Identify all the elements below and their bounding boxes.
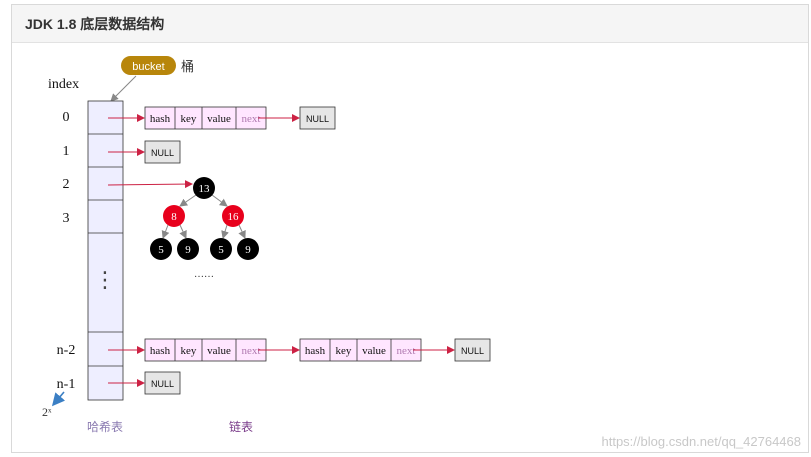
index-label: 1 [63, 144, 70, 159]
tree-edge [238, 224, 246, 239]
tree-leaf [150, 238, 172, 260]
index-title: index [48, 77, 79, 92]
diagram-panel: JDK 1.8 底层数据结构 [11, 4, 809, 453]
list-node: hash key value next [144, 338, 267, 362]
tree-leaf-value: 9 [185, 244, 191, 256]
tree-edge [161, 224, 170, 239]
node-field-key: key [336, 345, 352, 357]
node-field-next: next [397, 345, 416, 357]
list-node: hash key value next [299, 338, 422, 362]
tree-ellipsis: …… [194, 269, 214, 280]
node-field-next: next [242, 345, 261, 357]
tree-node-root [193, 177, 215, 199]
list-node: hash key value next [144, 106, 267, 130]
watermark: https://blog.csdn.net/qq_42764468 [601, 434, 802, 449]
tree-edge [179, 224, 187, 239]
node-field-hash: hash [305, 345, 326, 357]
null-box: NULL [454, 338, 491, 362]
node-field-value: value [207, 345, 231, 357]
tree-edge [211, 194, 228, 207]
node-field-next: next [242, 113, 261, 125]
panel-title: JDK 1.8 底层数据结构 [25, 16, 165, 32]
tree-node-right [222, 205, 244, 227]
null-label: NULL [461, 346, 484, 356]
array-dots: ⋮ [94, 268, 116, 293]
null-box: NULL [144, 371, 181, 395]
tree-edge [179, 194, 197, 207]
null-label: NULL [151, 379, 174, 389]
index-label: 3 [63, 211, 70, 226]
hash-array [87, 100, 124, 401]
hash-table-caption: 哈希表 [87, 419, 123, 434]
tree-node-root-value: 13 [199, 183, 211, 195]
tree-node-right-value: 16 [228, 211, 240, 223]
bucket-pointer [110, 75, 137, 102]
node-field-key: key [181, 113, 197, 125]
size-pointer [51, 391, 66, 407]
node-field-value: value [362, 345, 386, 357]
tree-node-left [163, 205, 185, 227]
bucket-badge [121, 56, 176, 75]
tree-leaf-value: 5 [218, 244, 224, 256]
node-field-value: value [207, 113, 231, 125]
null-box: NULL [299, 106, 336, 130]
null-label: NULL [306, 114, 329, 124]
node-field-hash: hash [150, 113, 171, 125]
linked-list-caption: 链表 [229, 419, 253, 434]
node-field-key: key [181, 345, 197, 357]
tree-leaf [210, 238, 232, 260]
tree-leaf [237, 238, 259, 260]
panel-header: JDK 1.8 底层数据结构 [12, 5, 808, 43]
index-label: 0 [63, 110, 70, 125]
link-arrow [107, 180, 193, 189]
null-box: NULL [144, 140, 181, 164]
index-label: n-1 [57, 377, 76, 392]
tree-leaf [177, 238, 199, 260]
tree-leaf-value: 5 [158, 244, 164, 256]
node-field-hash: hash [150, 345, 171, 357]
tree-leaf-value: 9 [245, 244, 251, 256]
tree-node-left-value: 8 [171, 211, 177, 223]
bucket-badge-text: bucket [132, 61, 164, 73]
tree-edge [221, 224, 229, 239]
index-label: n-2 [57, 343, 76, 358]
bucket-label: 桶 [181, 60, 194, 75]
index-label: 2 [63, 177, 70, 192]
null-label: NULL [151, 148, 174, 158]
array-size-label: 2ˣ [42, 405, 52, 419]
